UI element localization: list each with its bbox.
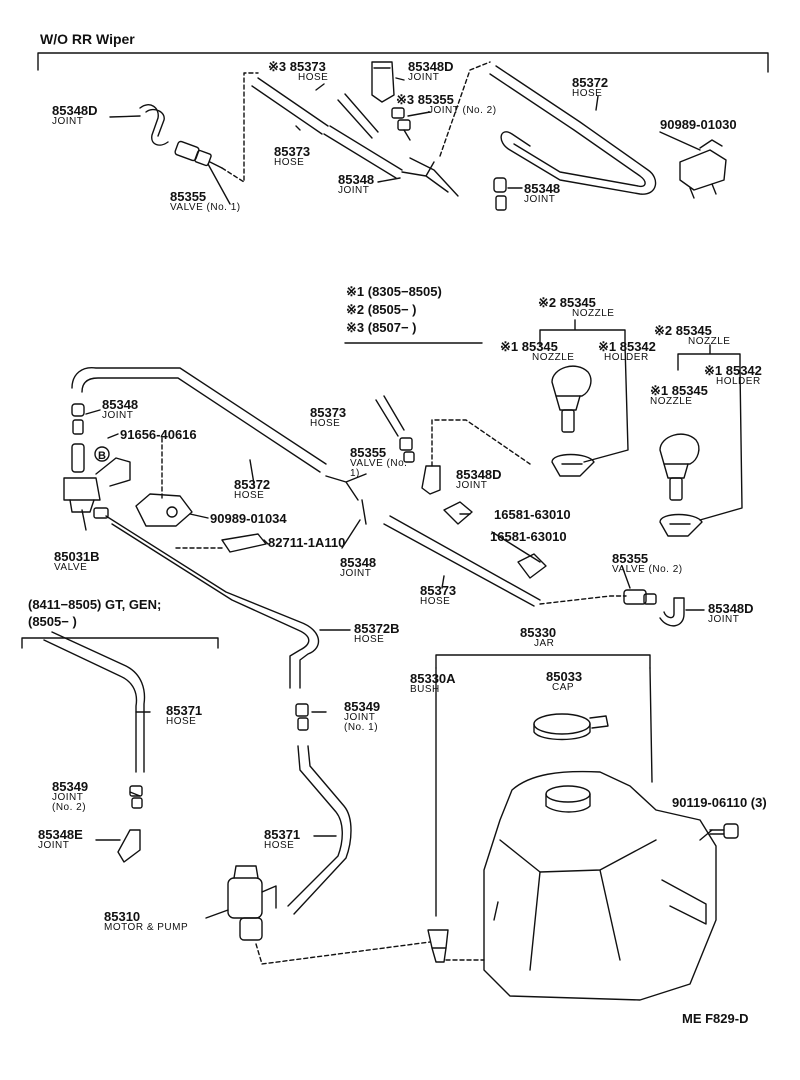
clip-90989-01030: [680, 140, 726, 198]
hose-85371-left: [44, 632, 144, 772]
joint-85348d-top: [372, 62, 394, 102]
hose-85373-upper: [338, 94, 378, 138]
legend-line-1: ※1 (8305−8505): [346, 284, 442, 299]
nozzle-85345-b: [660, 434, 699, 500]
valve-85355-mid: [400, 438, 414, 462]
hose-85372-long: [72, 368, 326, 472]
nozzle-85345-a: [552, 366, 591, 432]
bolt-90119: [710, 824, 738, 838]
clip-90989-01034: [136, 494, 192, 526]
hose-85373-a: [252, 78, 328, 134]
bolt-marker-b: [95, 447, 109, 461]
motor-pump-85310: [228, 866, 276, 940]
clip-16581-63010-b: [518, 554, 546, 578]
hose-85373-mid-short: [376, 396, 404, 436]
bush-85330a: [428, 930, 448, 962]
holder-85342-a: [552, 345, 628, 476]
hose-85372b: [106, 516, 318, 688]
clip-16581-63010-a: [444, 502, 472, 524]
section-title: W/O RR Wiper: [40, 31, 135, 47]
page-code: ME F829-D: [682, 1011, 749, 1026]
top-section-bracket: [38, 53, 768, 72]
part-label: 16581-63010: [494, 507, 571, 522]
part-label: 90989-01030: [660, 117, 737, 132]
joint-85348-small-top: [494, 178, 506, 210]
joint-no2-top: [392, 108, 410, 140]
jar-85330: [484, 772, 716, 1000]
joint-85348d-mid-right: [660, 598, 684, 626]
legend-line-3: ※3 (8507− ): [346, 320, 417, 335]
part-label: 90989-01034: [210, 511, 287, 526]
joint-85349-no2: [130, 786, 142, 808]
hose-85372-top: [496, 66, 656, 194]
hose-85373-mid-long: [384, 516, 540, 606]
joint-85349-no1: [296, 704, 308, 730]
bolt-marker-b-letter: B: [98, 450, 106, 462]
variant-note-line-1: (8411−8505) GT, GEN;: [28, 597, 162, 612]
hose-85371-lower: [288, 746, 351, 914]
valve-85031b: [64, 444, 130, 518]
variant-note-line-2: (8505− ): [28, 614, 77, 629]
joint-85348-left-mid: [72, 404, 84, 434]
legend-line-2: ※2 (8505− ): [346, 302, 417, 317]
part-label: 16581-63010: [490, 529, 567, 544]
hose-85373-b: [324, 126, 402, 178]
jar-bracket: [436, 655, 650, 668]
variant-bracket: [22, 638, 218, 648]
holder-85342-b: [660, 370, 742, 536]
clip-82711-1a110: [176, 534, 266, 552]
y-joint-85348-top: [402, 158, 458, 196]
joint-85348e: [118, 830, 140, 862]
joint-85348d-mid: [422, 466, 440, 494]
part-label: 90119-06110 (3): [672, 795, 767, 810]
dashed-leader: [222, 73, 258, 182]
y-joint-85348-mid: [326, 474, 366, 524]
cap-85033: [534, 714, 608, 740]
joint-85348d-left: [140, 105, 168, 145]
part-label: 91656-40616: [120, 427, 197, 442]
part-label: 82711-1A110: [268, 535, 346, 550]
valve-85355-no2: [624, 590, 656, 604]
valve-85355-top: [174, 141, 222, 168]
